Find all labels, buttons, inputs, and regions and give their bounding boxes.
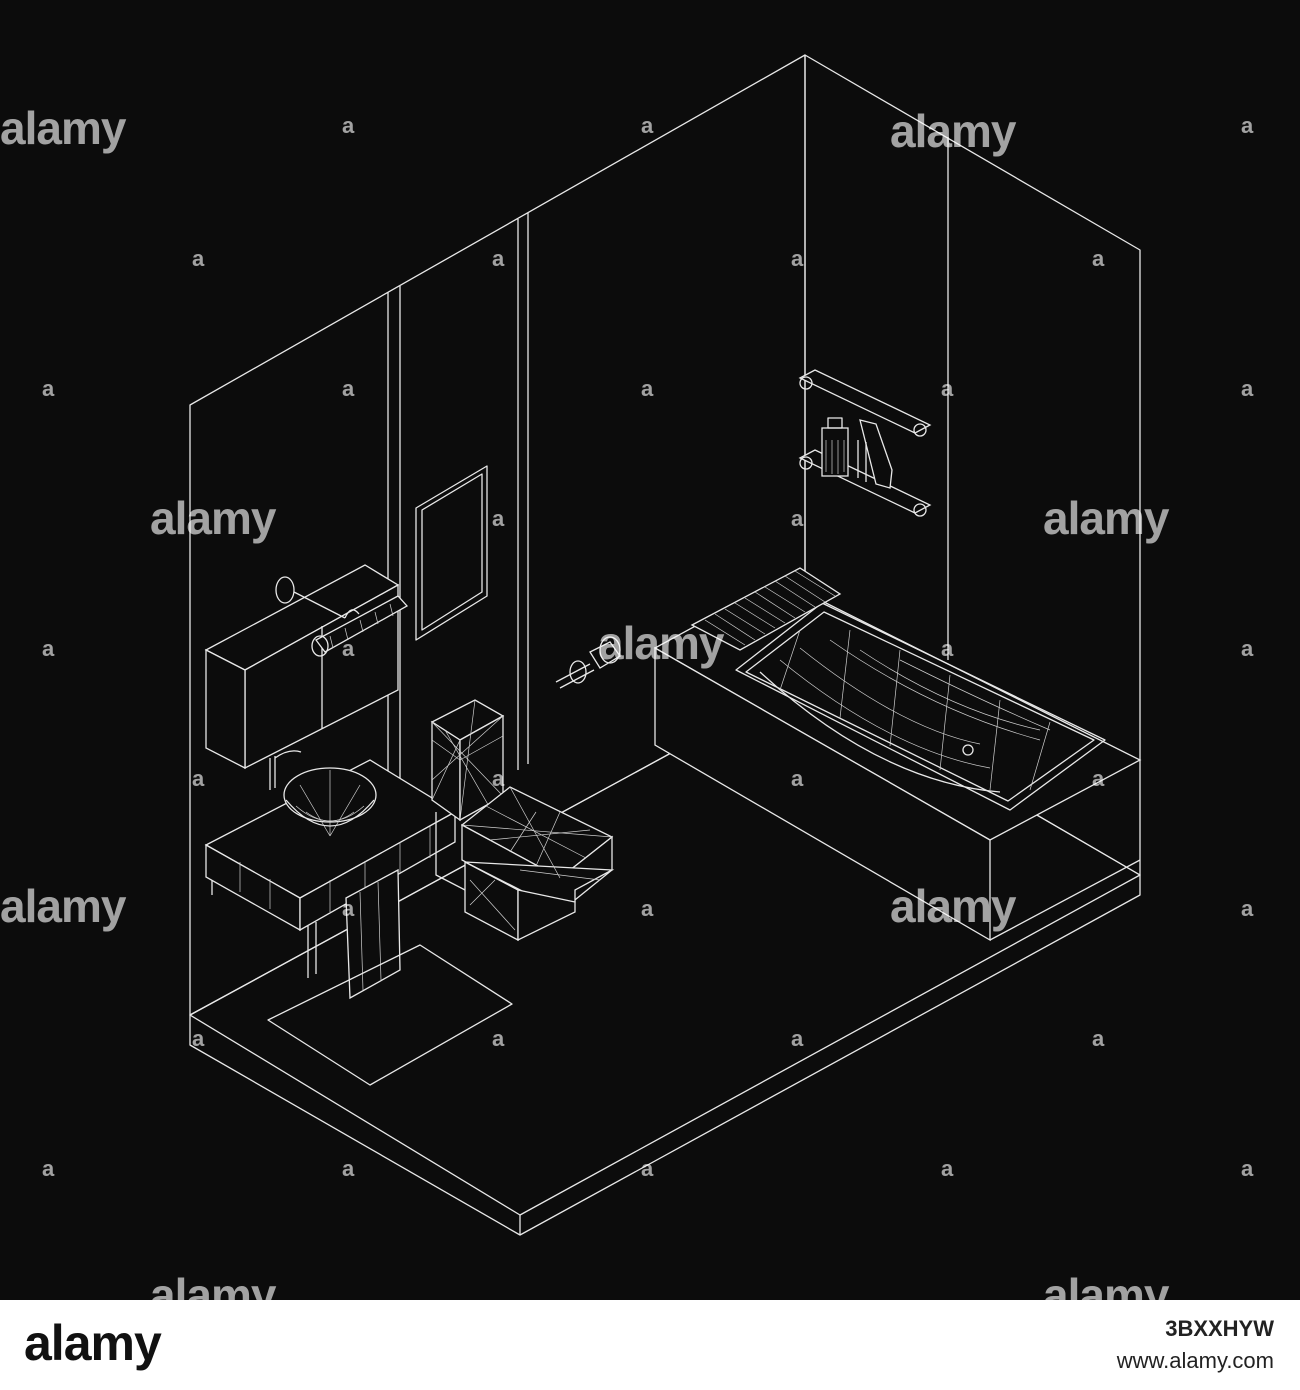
watermark: alamy (890, 105, 1016, 157)
image-credit: 3BXXHYW www.alamy.com (1117, 1316, 1274, 1374)
right-wall (804, 54, 1141, 876)
watermark-mark: a (192, 1026, 205, 1051)
watermark-mark: a (42, 636, 55, 661)
watermark-mark: a (641, 896, 654, 921)
watermark-mark: a (1241, 376, 1254, 401)
watermark: alamy (890, 880, 1016, 932)
watermark-mark: a (342, 1156, 355, 1181)
watermark-mark: a (192, 246, 205, 271)
watermark: alamy (150, 492, 276, 544)
watermark-mark: a (1092, 1026, 1105, 1051)
bathtub-basin (735, 602, 1106, 811)
watermark-mark: a (342, 376, 355, 401)
watermark-mark: a (342, 636, 355, 661)
watermark-mark: a (641, 113, 654, 138)
shelf-towel (857, 419, 893, 489)
watermark: alamy (1043, 492, 1169, 544)
site-url: www.alamy.com (1116, 1348, 1274, 1373)
watermark-mark: a (641, 376, 654, 401)
watermark-mark: a (941, 636, 954, 661)
watermark-mark: a (941, 1156, 954, 1181)
faucet (269, 750, 302, 790)
bath-mat (267, 944, 513, 1086)
toilet-bowl (460, 786, 615, 942)
watermark-mark: a (492, 506, 505, 531)
sink-counter (204, 759, 457, 978)
watermark-mark: a (42, 1156, 55, 1181)
stock-footer-bar: alamy 3BXXHYW www.alamy.com (0, 1300, 1300, 1390)
bathroom-wireframe-illustration (189, 54, 1142, 1236)
watermark-mark: a (941, 376, 954, 401)
toilet-paper-holder (555, 636, 621, 689)
wall-mirror-frame (415, 465, 488, 641)
towel-rail (275, 576, 409, 657)
watermark-mark: a (492, 766, 505, 791)
watermark-mark: a (791, 506, 804, 531)
watermark-mark: a (492, 246, 505, 271)
watermark-mark: a (42, 376, 55, 401)
watermark-mark: a (791, 1026, 804, 1051)
watermark: alamy (0, 880, 126, 932)
watermark-mark: a (342, 113, 355, 138)
watermark: alamy (598, 617, 724, 669)
toilet-tank (430, 699, 505, 891)
watermark-mark: a (1092, 246, 1105, 271)
watermark: alamy (0, 102, 126, 154)
watermark-mark: a (791, 246, 804, 271)
watermark-mark: a (492, 1026, 505, 1051)
watermark-mark: a (1241, 113, 1254, 138)
hanging-towel (345, 868, 401, 1000)
image-id: 3BXXHYW (1165, 1316, 1274, 1341)
sink-basin (283, 767, 377, 837)
watermark-mark: a (192, 766, 205, 791)
heated-towel-rail (690, 567, 842, 651)
watermark-mark: a (641, 1156, 654, 1181)
shampoo-bottle (821, 417, 849, 477)
watermark-mark: a (1241, 896, 1254, 921)
watermark-mark: a (1241, 1156, 1254, 1181)
watermark-mark: a (791, 766, 804, 791)
watermark-mark: a (1092, 766, 1105, 791)
alamy-logo: alamy (24, 1315, 162, 1371)
watermark-mark: a (342, 896, 355, 921)
watermark-mark: a (1241, 636, 1254, 661)
bath-shelves (798, 369, 932, 517)
